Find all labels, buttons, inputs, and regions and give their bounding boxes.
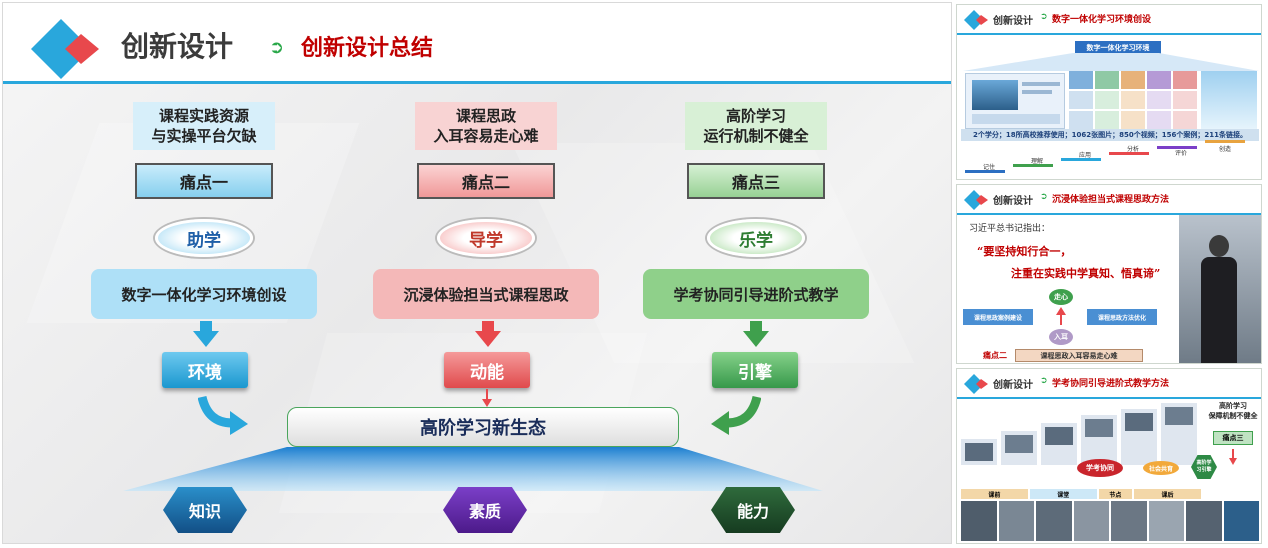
thumbnail-title: 创新设计	[993, 196, 1033, 207]
logo-diamond-icon	[964, 374, 988, 394]
main-slide: 创新设计 ➲ 创新设计总结 课程实践资源 与实操平台欠缺 痛点一 助学 数字一体…	[2, 2, 952, 544]
pain-tag: 痛点二	[983, 351, 1007, 360]
thumbnail-2[interactable]: 创新设计 ➲ 沉浸体验担当式课程思政方法 习近平总书记指出： “要坚持知行合一，…	[956, 184, 1262, 364]
thumbnail-title: 创新设计	[993, 16, 1033, 27]
logo-diamond-icon	[964, 190, 988, 210]
arrow-down-icon	[1229, 449, 1237, 465]
resource-stats: 2个学分；18所高校推荐使用；1062张图片；850个视频；156个案例；211…	[961, 129, 1259, 141]
portrait-photo	[1179, 215, 1261, 363]
pain-tag: 痛点三	[1213, 431, 1253, 445]
mode-pill-2: 导学	[437, 219, 535, 257]
slide-header: 创新设计 ➲ 创新设计总结	[3, 3, 951, 83]
bloom-step: 分析	[1127, 146, 1140, 153]
ship-image	[1201, 71, 1257, 129]
env-banner: 数字一体化学习环境	[1075, 41, 1161, 55]
thumbnail-header: 创新设计 ➲ 学考协同引导进阶式教学方法	[957, 369, 1261, 399]
bloom-step: 应用	[1079, 152, 1092, 159]
goal-text: 高阶学习 保障机制不健全	[1208, 402, 1258, 420]
phase-head: 课后	[1134, 489, 1201, 499]
bloom-step: 评价	[1175, 150, 1188, 157]
quote-intro: 习近平总书记指出：	[969, 224, 1051, 234]
pain-point-2: 痛点二	[417, 163, 555, 199]
photo-strip	[961, 501, 1259, 541]
result-tag-3: 引擎	[712, 352, 798, 388]
logo-diamond-icon	[29, 17, 101, 85]
arrow-down-icon	[482, 389, 492, 407]
thumbnail-3[interactable]: 创新设计 ➲ 学考协同引导进阶式教学方法 高阶学习 保障机制不健全 痛点三 学考…	[956, 368, 1262, 544]
approach-panel-1: 数字一体化学习环境创设	[91, 269, 317, 319]
thumbnail-header: 创新设计 ➲ 数字一体化学习环境创设	[957, 5, 1261, 35]
result-tag-1: 环境	[162, 352, 248, 388]
result-tag-2: 动能	[444, 352, 530, 388]
arrow-down-icon	[743, 321, 769, 347]
quote-line-1: “要坚持知行合一，	[977, 245, 1072, 258]
thumbnail-title: 创新设计	[993, 380, 1033, 391]
node-case: 课程思政案例建设	[963, 309, 1033, 325]
mode-pill-3: 乐学	[707, 219, 805, 257]
stair-diagram	[961, 403, 1201, 467]
logo-diamond-icon	[964, 10, 988, 30]
ecosystem-fan	[123, 447, 823, 491]
quote-line-2: 注重在实践中学真知、悟真谛”	[1011, 267, 1161, 280]
resource-grid	[1069, 71, 1197, 129]
node-ear: 入耳	[1049, 329, 1073, 345]
engine-badge: 高阶学 习引擎	[1191, 455, 1217, 479]
phase-head: 课堂	[1029, 489, 1097, 499]
pain-text: 课程思政入耳容易走心难	[1015, 349, 1143, 362]
society-node: 社会共育	[1143, 461, 1179, 475]
pain-point-3: 痛点三	[687, 163, 825, 199]
arrow-right-icon: ➲	[1040, 192, 1048, 202]
arrow-right-icon: ➲	[269, 37, 285, 58]
thumbnail-1[interactable]: 创新设计 ➲ 数字一体化学习环境创设 数字一体化学习环境 2个学分；18所高校推…	[956, 4, 1262, 180]
thumbnail-subtitle: 数字一体化学习环境创设	[1052, 15, 1152, 25]
arrow-up-icon	[1056, 307, 1066, 325]
arrow-down-icon	[475, 321, 501, 347]
mode-pill-1: 助学	[155, 219, 253, 257]
outcome-quality: 素质	[443, 487, 527, 533]
approach-panel-2: 沉浸体验担当式课程思政	[373, 269, 599, 319]
center-node: 学考协同	[1077, 459, 1123, 477]
problem-box-1: 课程实践资源 与实操平台欠缺	[133, 102, 275, 150]
thumbnail-subtitle: 沉浸体验担当式课程思政方法	[1052, 195, 1170, 205]
outcome-knowledge: 知识	[163, 487, 247, 533]
arrow-down-icon	[193, 321, 219, 347]
approach-panel-3: 学考协同引导进阶式教学	[643, 269, 869, 319]
thumbnail-subtitle: 学考协同引导进阶式教学方法	[1052, 379, 1170, 389]
header-divider	[3, 81, 951, 84]
phase-head: 课前	[961, 489, 1028, 499]
pain-point-1: 痛点一	[135, 163, 273, 199]
problem-box-2: 课程思政 入耳容易走心难	[415, 102, 557, 150]
page-subtitle: 创新设计总结	[301, 36, 434, 61]
curve-arrow-icon	[198, 395, 248, 435]
page-title: 创新设计	[121, 30, 234, 63]
arrow-right-icon: ➲	[1040, 376, 1048, 386]
bloom-step: 记住	[983, 164, 996, 171]
curve-arrow-icon	[711, 395, 761, 435]
ecosystem-banner: 高阶学习新生态	[287, 407, 679, 447]
node-heart: 走心	[1049, 289, 1073, 305]
arrow-right-icon: ➲	[1040, 12, 1048, 22]
env-roof	[963, 53, 1259, 71]
platform-screenshot	[965, 73, 1065, 129]
node-method: 课程思政方法优化	[1087, 309, 1157, 325]
phase-head: 节点	[1098, 489, 1133, 499]
problem-box-3: 高阶学习 运行机制不健全	[685, 102, 827, 150]
outcome-ability: 能力	[711, 487, 795, 533]
bloom-step: 创造	[1219, 146, 1232, 153]
phase-headers: 课前 课堂 节点 课后	[961, 489, 1201, 499]
bloom-step: 理解	[1031, 158, 1044, 165]
thumbnail-header: 创新设计 ➲ 沉浸体验担当式课程思政方法	[957, 185, 1261, 215]
